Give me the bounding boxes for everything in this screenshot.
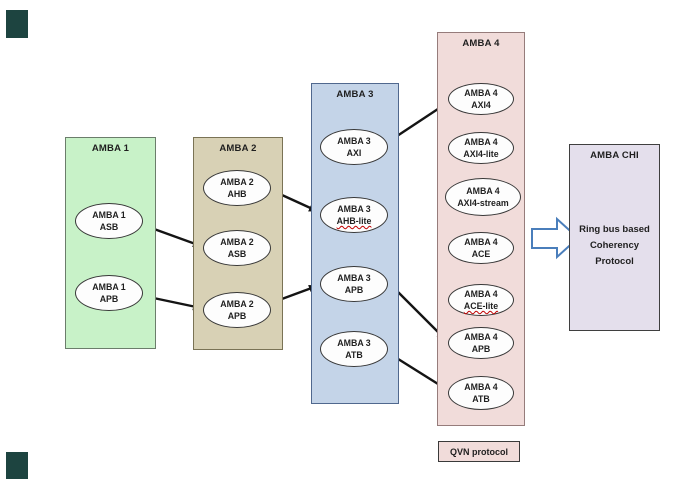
node-amba4-axi4: AMBA 4 AXI4 <box>448 83 514 115</box>
node-amba4-ace-lite: AMBA 4 ACE-lite <box>448 284 514 316</box>
node-amba2-apb: AMBA 2 APB <box>203 292 271 328</box>
qvn-protocol-label: QVN protocol <box>450 446 508 457</box>
chi-title: AMBA CHI <box>590 150 639 161</box>
node-amba4-apb: AMBA 4 APB <box>448 327 514 359</box>
node-label-line1: AMBA 3 <box>337 272 371 283</box>
node-amba1-apb: AMBA 1 APB <box>75 275 143 311</box>
node-label-line1: AMBA 4 <box>464 136 498 147</box>
chi-body-line: Ring bus based <box>579 224 650 235</box>
column-title-amba4: AMBA 4 <box>462 38 500 49</box>
node-label-line2: AHB-lite <box>336 216 372 226</box>
node-label-line1: AMBA 3 <box>337 203 371 214</box>
node-label-line1: AMBA 4 <box>464 87 498 98</box>
node-label-line2: AXI4-stream <box>457 198 509 208</box>
node-label-line2: APB <box>344 285 364 295</box>
node-label-line1: AMBA 4 <box>464 288 498 299</box>
corner-mark-bottom-left <box>6 452 28 479</box>
node-label-line2: ACE <box>471 249 491 259</box>
chi-body-text: Ring bus based Coherency Protocol <box>570 222 659 270</box>
column-title-amba2: AMBA 2 <box>219 143 257 154</box>
column-title-amba1: AMBA 1 <box>91 143 130 154</box>
qvn-protocol-box: QVN protocol <box>438 441 520 462</box>
node-label-line2: ASB <box>227 249 247 259</box>
node-label-line1: AMBA 2 <box>220 176 254 187</box>
node-amba3-apb: AMBA 3 APB <box>320 266 388 302</box>
node-label-line2: APB <box>227 311 247 321</box>
node-label-line1: AMBA 1 <box>92 209 126 220</box>
chi-box: AMBA CHI Ring bus based Coherency Protoc… <box>569 144 660 331</box>
node-label-line2: APB <box>471 344 491 354</box>
node-label-line2: AXI4-lite <box>463 149 499 159</box>
node-label-line2: APB <box>99 294 119 304</box>
node-amba3-ahb-lite: AMBA 3 AHB-lite <box>320 197 388 233</box>
node-amba3-axi: AMBA 3 AXI <box>320 129 388 165</box>
node-label-line1: AMBA 3 <box>337 337 371 348</box>
node-label-line1: AMBA 2 <box>220 298 254 309</box>
node-label-line2: ASB <box>99 222 119 232</box>
node-amba1-asb: AMBA 1 ASB <box>75 203 143 239</box>
chi-body-line: Coherency <box>589 240 640 251</box>
chi-body-line: Protocol <box>595 256 634 267</box>
node-label-line1: AMBA 4 <box>464 381 498 392</box>
corner-mark-top-left <box>6 10 28 38</box>
node-label-line2: AXI4 <box>471 100 491 110</box>
node-amba4-ace: AMBA 4 ACE <box>448 232 514 264</box>
node-label-line2: AHB <box>227 189 247 199</box>
node-label-line1: AMBA 4 <box>464 236 498 247</box>
node-label-line2: AXI <box>346 148 362 158</box>
node-label-line2: ACE-lite <box>463 301 499 311</box>
node-label-line1: AMBA 2 <box>220 236 254 247</box>
node-label-line2: ATB <box>345 350 363 360</box>
column-amba1: AMBA 1 <box>65 137 156 349</box>
node-amba4-axi4-stream: AMBA 4 AXI4-stream <box>445 178 521 216</box>
node-amba3-atb: AMBA 3 ATB <box>320 331 388 367</box>
node-label-line1: AMBA 3 <box>337 135 371 146</box>
node-label-line1: AMBA 4 <box>464 331 498 342</box>
node-label-line1: AMBA 4 <box>466 185 500 196</box>
node-label-line1: AMBA 1 <box>92 281 126 292</box>
column-title-amba3: AMBA 3 <box>336 89 374 100</box>
node-amba2-ahb: AMBA 2 AHB <box>203 170 271 206</box>
node-amba4-axi4-lite: AMBA 4 AXI4-lite <box>448 132 514 164</box>
node-amba2-asb: AMBA 2 ASB <box>203 230 271 266</box>
node-label-line2: ATB <box>472 394 490 404</box>
node-amba4-atb: AMBA 4 ATB <box>448 376 514 410</box>
